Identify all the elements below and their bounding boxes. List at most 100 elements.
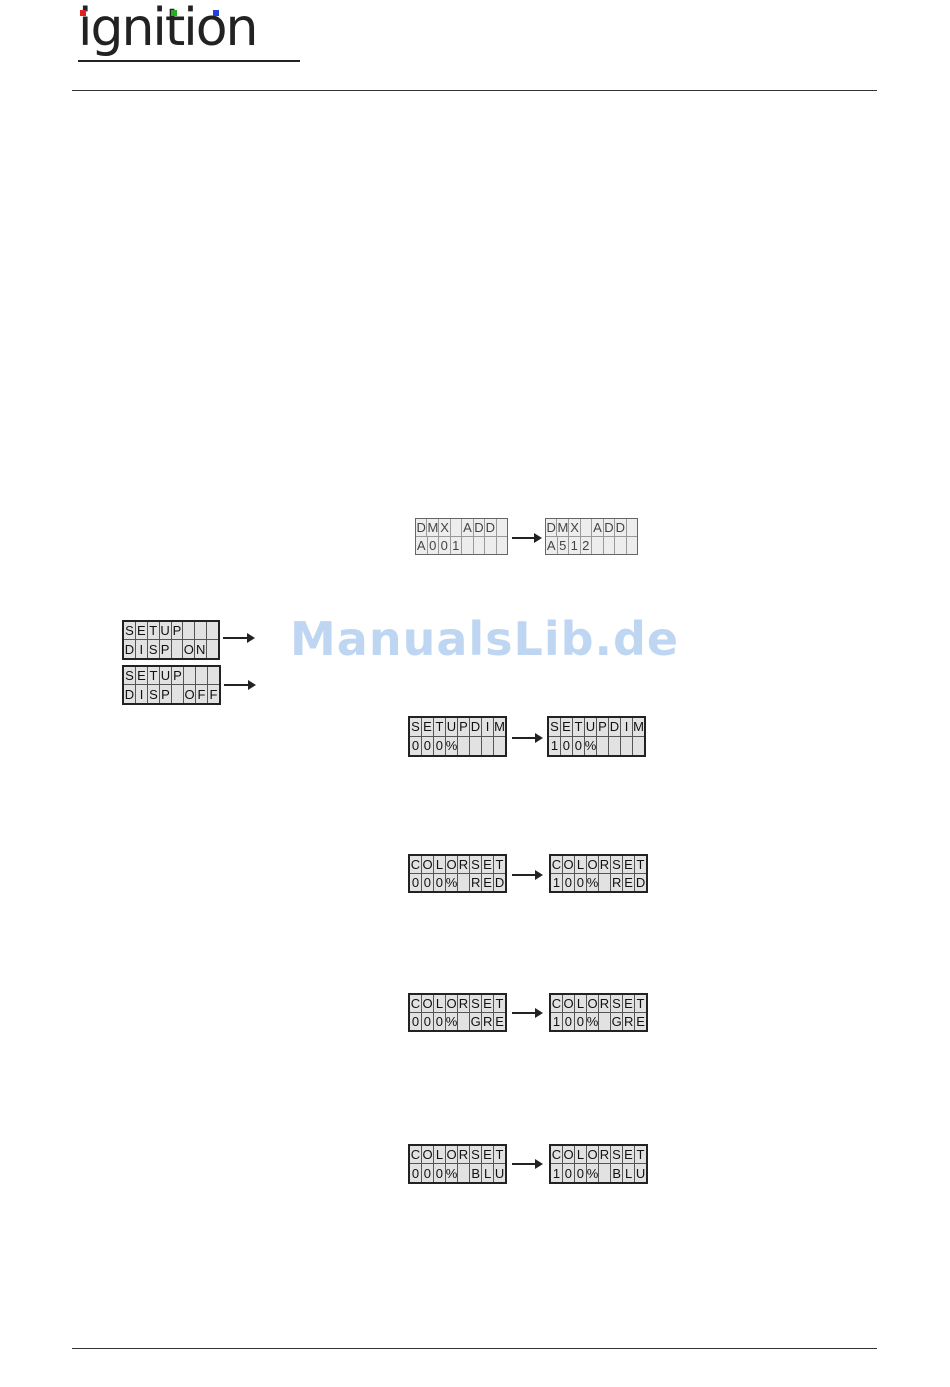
lcd-char-cell: S xyxy=(470,1146,482,1164)
lcd-char-cell: % xyxy=(586,1164,600,1182)
lcd-char-cell: O xyxy=(587,1146,599,1164)
lcd-char-cell: C xyxy=(410,1146,422,1164)
lcd-char-cell: M xyxy=(494,718,505,737)
lcd-char-cell: D xyxy=(473,519,486,537)
lcd-char-cell: 0 xyxy=(421,1164,434,1182)
lcd-char-cell: D xyxy=(609,718,621,737)
lcd-char-cell xyxy=(592,536,604,554)
lcd-char-cell: D xyxy=(416,519,428,537)
lcd-char-cell: X xyxy=(569,519,581,537)
lcd-char-cell: M xyxy=(633,718,644,737)
lcd-char-cell: R xyxy=(623,1012,636,1030)
lcd-char-cell xyxy=(172,685,184,703)
lcd-char-cell: F xyxy=(196,685,208,703)
lcd-char-cell: D xyxy=(124,640,136,658)
lcd-char-cell: 0 xyxy=(574,873,587,891)
lcd-char-cell: E xyxy=(623,856,635,874)
lcd-char-cell xyxy=(621,736,634,755)
lcd-char-cell: C xyxy=(551,1146,563,1164)
lcd-char-cell: S xyxy=(148,685,160,703)
lcd-char-cell: O xyxy=(587,856,599,874)
lcd-char-cell xyxy=(615,536,627,554)
lcd-char-cell: X xyxy=(439,519,451,537)
lcd-char-cell: D xyxy=(603,519,616,537)
lcd-char-cell: I xyxy=(482,718,494,737)
lcd-char-cell: C xyxy=(551,995,563,1013)
lcd-char-cell: O xyxy=(446,856,458,874)
lcd-char-cell: % xyxy=(586,873,600,891)
lcd-char-cell: T xyxy=(434,718,446,737)
lcd-char-cell: 0 xyxy=(562,873,575,891)
lcd-char-cell: E xyxy=(482,1146,494,1164)
lcd-char-cell: 0 xyxy=(410,873,422,891)
lcd-char-cell xyxy=(183,622,196,640)
lcd-char-cell: U xyxy=(446,718,458,737)
lcd-char-cell xyxy=(626,519,638,537)
lcd-char-cell: B xyxy=(470,1164,483,1182)
lcd-char-cell: O xyxy=(446,995,458,1013)
lcd-char-cell xyxy=(496,536,507,554)
logo-underline xyxy=(78,60,300,62)
lcd-char-cell: 0 xyxy=(433,1164,446,1182)
lcd-char-cell: % xyxy=(445,1164,459,1182)
lcd-char-cell: 0 xyxy=(410,1164,422,1182)
watermark: ManualsLib.de xyxy=(290,612,680,666)
lcd-char-cell: S xyxy=(549,718,561,737)
lcd-char-cell: R xyxy=(458,856,470,874)
lcd-char-cell: % xyxy=(586,1012,600,1030)
lcd-char-cell: O xyxy=(422,1146,434,1164)
lcd-char-cell: T xyxy=(635,995,646,1013)
lcd-char-cell: S xyxy=(611,995,623,1013)
lcd-char-cell: O xyxy=(587,995,599,1013)
lcd-char-cell: 0 xyxy=(421,1012,434,1030)
lcd-char-cell: E xyxy=(422,718,434,737)
lcd-char-cell: E xyxy=(635,1012,647,1030)
lcd-char-cell: I xyxy=(135,640,148,658)
lcd-char-cell: O xyxy=(183,640,196,658)
lcd-char-cell: A xyxy=(462,519,474,537)
lcd-char-cell: D xyxy=(485,519,497,537)
lcd-char-cell: S xyxy=(124,622,136,640)
lcd-char-cell: R xyxy=(470,873,483,891)
lcd-char-cell xyxy=(482,736,495,755)
lcd-char-cell: 0 xyxy=(427,536,439,554)
lcd-char-cell: 0 xyxy=(562,1164,575,1182)
lcd-char-cell: E xyxy=(482,856,494,874)
lcd-char-cell: C xyxy=(410,995,422,1013)
lcd-char-cell xyxy=(207,640,218,658)
lcd-char-cell: U xyxy=(585,718,597,737)
lcd-char-cell: I xyxy=(621,718,633,737)
lcd-char-cell: U xyxy=(160,667,172,685)
lcd-char-cell: L xyxy=(434,995,446,1013)
lcd-char-cell: D xyxy=(494,873,506,891)
lcd-char-cell xyxy=(597,736,610,755)
lcd-char-cell: E xyxy=(623,995,635,1013)
lcd-char-cell xyxy=(599,873,612,891)
lcd-char-cell: D xyxy=(635,873,647,891)
lcd-char-cell xyxy=(473,536,485,554)
lcd-char-cell xyxy=(195,622,208,640)
lcd-char-cell xyxy=(207,622,218,640)
lcd-char-cell: T xyxy=(635,856,646,874)
lcd-char-cell: 1 xyxy=(450,536,462,554)
lcd-char-cell: L xyxy=(482,1164,495,1182)
arrow-disp-on xyxy=(223,633,255,643)
lcd-char-cell: P xyxy=(160,685,172,703)
lcd-char-cell: T xyxy=(494,995,505,1013)
lcd-char-cell: T xyxy=(635,1146,646,1164)
lcd-char-cell: L xyxy=(575,1146,587,1164)
lcd-char-cell: 0 xyxy=(410,736,422,755)
lcd-char-cell: 0 xyxy=(433,736,446,755)
